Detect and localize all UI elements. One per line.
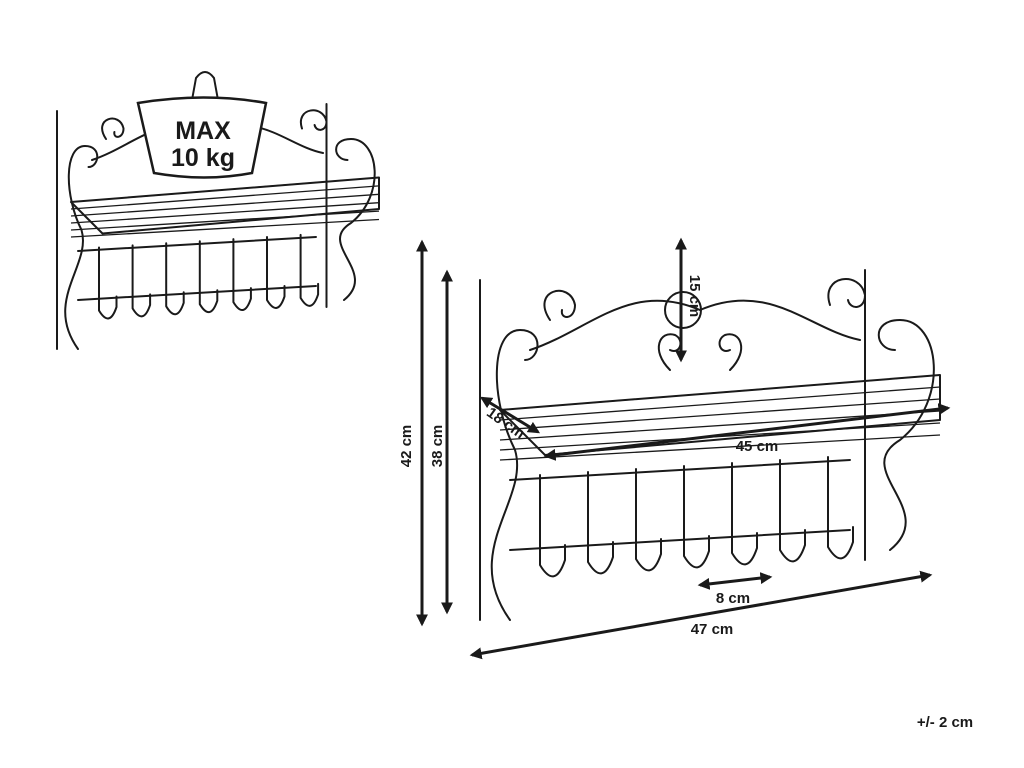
hook	[779, 459, 806, 563]
crest-curl-center-right	[718, 333, 743, 371]
crest-curl-left	[543, 289, 576, 321]
hook	[299, 233, 320, 307]
dimension-lines	[416, 237, 951, 660]
crest-curl-left	[101, 117, 125, 140]
left-scroll	[490, 329, 539, 621]
hook	[731, 462, 758, 566]
hook	[635, 468, 662, 572]
weight-handle-icon	[191, 71, 219, 101]
hook-rail	[77, 236, 317, 252]
hook-rail	[509, 459, 851, 481]
hook-spacing-label: 8 cm	[716, 590, 750, 607]
crest-arc	[529, 299, 861, 351]
hook	[539, 474, 566, 578]
shelf-slat	[70, 218, 380, 238]
hook-rail-lower	[77, 285, 317, 301]
hook	[131, 244, 152, 318]
tolerance-note: +/- 2 cm	[917, 714, 973, 731]
shelf-width-label: 45 cm	[736, 438, 779, 455]
height-total-label: 42 cm	[398, 425, 415, 468]
hook-spacing-arrow	[697, 572, 773, 590]
crest-height-label: 15 cm	[686, 275, 703, 318]
large-shelf-illustration	[479, 269, 941, 621]
hook	[827, 456, 854, 560]
shelf-slat	[70, 185, 380, 210]
right-scroll	[335, 138, 376, 301]
shelf-frame	[70, 176, 380, 235]
hook	[98, 246, 118, 320]
total-width-arrow	[469, 570, 933, 660]
height-frame-label: 38 cm	[429, 425, 446, 468]
crest-curl-center-left	[657, 333, 682, 371]
weight-body	[136, 96, 268, 179]
right-scroll	[877, 319, 935, 551]
shelf-slat	[70, 202, 380, 224]
weight-value: 10 kg	[171, 144, 235, 172]
shelf-slat	[70, 193, 380, 217]
hook-rail-lower	[509, 529, 851, 551]
hook	[232, 238, 252, 311]
hook	[587, 471, 614, 575]
max-label: MAX	[175, 117, 231, 145]
hook	[683, 465, 710, 569]
hook	[198, 240, 219, 314]
hook	[165, 242, 185, 316]
hook	[266, 236, 286, 309]
crest-circle	[664, 291, 702, 329]
total-width-label: 47 cm	[691, 621, 734, 638]
crest-curl-right	[827, 278, 866, 308]
small-shelf-illustration	[56, 103, 380, 350]
crest-curl-right	[299, 109, 328, 131]
max-weight-badge: MAX 10 kg	[136, 71, 268, 179]
shelf-width-arrow	[543, 403, 951, 461]
depth-arrow	[479, 396, 541, 434]
left-scroll	[64, 145, 99, 350]
